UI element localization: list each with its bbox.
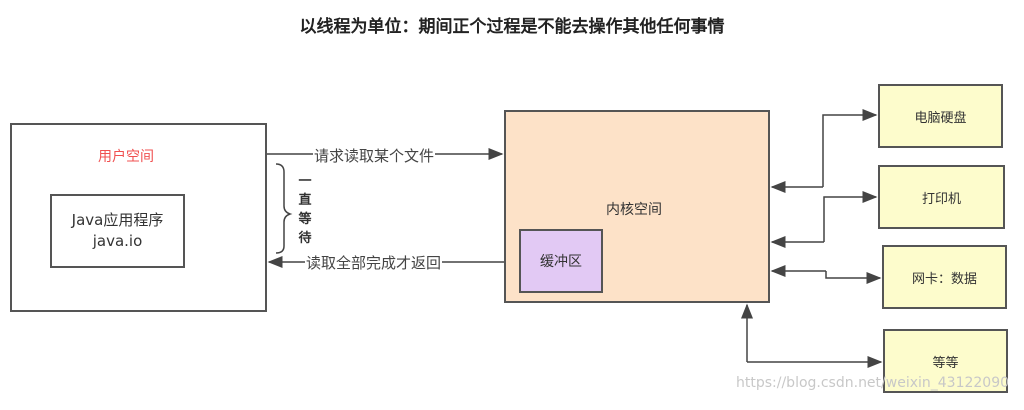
java-app-label: Java应用程序	[71, 211, 164, 229]
watermark: https://blog.csdn.net/weixin_43122090	[736, 375, 1010, 391]
java-io-label: java.io	[92, 232, 143, 250]
user-space-label: 用户空间	[98, 149, 154, 165]
wait-char: 直	[298, 193, 312, 208]
return-label: 读取全部完成才返回	[305, 252, 443, 273]
device-label: 等等	[932, 355, 959, 371]
device-etc: 等等	[883, 329, 1008, 393]
kernel-space-label: 内核空间	[606, 202, 662, 218]
device-printer: 打印机	[878, 165, 1005, 229]
java-app-box: Java应用程序 java.io	[50, 194, 185, 268]
wait-char: 等	[298, 212, 312, 227]
diagram-title: 以线程为单位：期间正个过程是不能去操作其他任何事情	[299, 17, 725, 37]
buffer-box: 缓冲区	[519, 229, 603, 293]
disk-arrow	[822, 109, 878, 187]
device-label: 网卡：数据	[911, 271, 977, 287]
user-space-box	[10, 123, 267, 312]
nic-arrow	[825, 271, 882, 284]
request-label: 请求读取某个文件	[313, 145, 436, 166]
wait-label: 一 直 等 待	[297, 172, 313, 248]
device-disk: 电脑硬盘	[878, 84, 1003, 148]
wait-char: 一	[298, 174, 312, 189]
buffer-label: 缓冲区	[540, 254, 582, 270]
device-label: 电脑硬盘	[914, 110, 967, 126]
wait-brace	[275, 163, 293, 254]
device-nic: 网卡：数据	[882, 245, 1007, 309]
device-label: 打印机	[921, 191, 961, 207]
wait-char: 待	[298, 231, 312, 246]
printer-arrow	[823, 191, 878, 242]
